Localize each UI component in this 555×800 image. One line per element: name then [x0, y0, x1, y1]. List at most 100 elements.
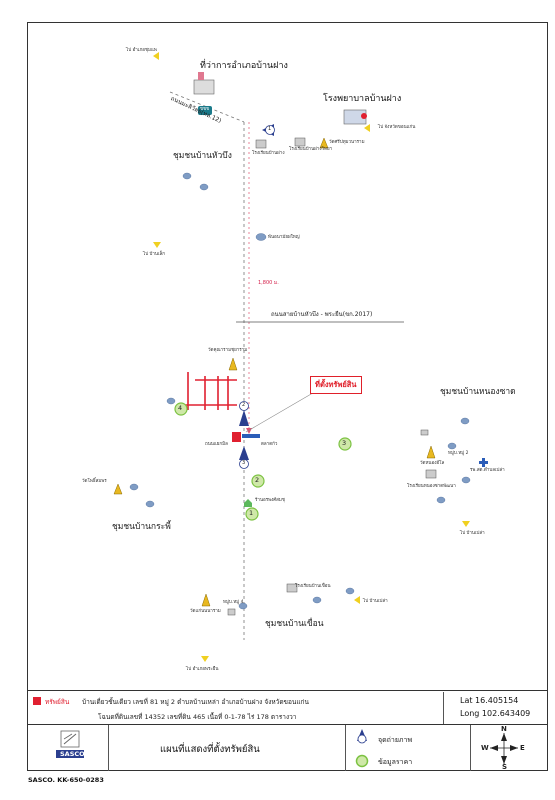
road-sign-label: ขขข	[200, 107, 210, 112]
moo4-label: หมู่บ.หมู่ 4	[223, 600, 244, 605]
property-callout: ที่ตั้งทรัพย์สิน	[310, 376, 362, 394]
school-icon	[294, 137, 306, 147]
village-icon	[166, 397, 176, 405]
shop-label: ร้านอรพงศ์สมชุ	[255, 498, 285, 503]
village-icon	[312, 596, 322, 604]
document-code: SASCO. KK-650-0283	[28, 776, 104, 784]
school-nongchat-label: โรงเรียนหนองซาดพัฒนา	[407, 484, 456, 489]
school-banfang-wit-label: โรงเรียนบ้านฝางวิทยา	[289, 147, 333, 152]
compass-rose	[490, 733, 518, 764]
comp-2-number: 2	[255, 476, 260, 484]
legend-graphics	[355, 729, 369, 768]
direction-arrow-icon	[201, 656, 209, 662]
latlong-box: Lat 16.405154 Long 102.643409	[443, 692, 548, 724]
hospital-rpsk-label: รพ.สต.ตำบลเปล่า	[470, 468, 505, 473]
hospital-icon	[343, 109, 367, 125]
road-top-left	[169, 91, 245, 123]
camera-marker-1	[262, 124, 275, 136]
village-icon	[238, 602, 248, 610]
temple-icon	[426, 445, 436, 459]
temple-icon	[113, 483, 123, 495]
compass-box: N S E W	[470, 725, 549, 771]
comp-3-number: 3	[342, 439, 347, 447]
village-icon	[129, 483, 139, 491]
legend-property-swatch	[33, 697, 41, 705]
school-icon	[425, 469, 437, 479]
camera-marker-2	[239, 401, 249, 426]
to-phrayuen-label: ไป อำเภอพระยืน	[186, 667, 219, 672]
legend-box: จุดถ่ายภาพ ข้อมูลราคา	[345, 725, 470, 771]
temple-icon	[201, 593, 211, 607]
property-marker	[232, 432, 241, 442]
company-name: SASCO	[60, 750, 85, 758]
map-graphics	[113, 52, 488, 662]
school-icon	[286, 583, 298, 593]
compass-east: E	[520, 744, 525, 752]
legend-comp-icon	[355, 754, 369, 768]
village-icon	[436, 496, 446, 504]
property-roads	[183, 372, 237, 410]
comp-circle-2	[251, 474, 265, 488]
landmark-right-label: ตลาดกัว	[261, 442, 278, 447]
compass-west: W	[481, 744, 489, 752]
direction-arrow-icon	[364, 124, 370, 132]
compass-north: N	[501, 725, 507, 733]
legend-camera-label: จุดถ่ายภาพ	[378, 736, 413, 744]
community-nongchat: ชุมชนบ้านหนองซาด	[440, 387, 516, 397]
health-center-icon	[479, 458, 488, 467]
village-icon	[461, 476, 471, 484]
to-chumphae-label: ไป อำเภอชุมแพ	[126, 48, 157, 53]
camera-3-number: 3	[242, 460, 246, 466]
camera-1-number: 1	[268, 126, 272, 132]
comp-circle-3	[338, 437, 352, 451]
house-icon	[227, 608, 236, 616]
title-bar	[27, 724, 548, 772]
map-area: ไป อำเภอชุมแพ ที่ว่าการอำเภอบ้านฝาง ถนนม…	[82, 48, 516, 672]
community-huawang: ชุมชนบ้านหัวบึง	[173, 151, 232, 161]
community-karapho: ชุมชนบ้านกระพี้	[112, 522, 171, 532]
community-khuean: ชุมชนบ้านเขื่อน	[265, 619, 324, 629]
distance-label: 1,800 ม.	[258, 280, 279, 286]
to-banpao-bottom-label: ไป บ้านเปล่า	[363, 599, 388, 604]
temple-icon	[228, 357, 238, 371]
direction-arrow-icon	[153, 52, 159, 60]
health-label: พ้นอนามัยผใหญ่	[268, 235, 300, 240]
village-icon	[145, 500, 155, 508]
wat-nong-label: วัดหนองอีโล	[420, 461, 445, 466]
village-icon	[255, 233, 267, 241]
map-frame	[27, 22, 548, 771]
callout-leader	[245, 389, 319, 433]
property-address: บ้านเดี่ยวชั้นเดียว เลขที่ 81 หมู่ 2 ตำบ…	[82, 698, 309, 706]
shop-icon	[244, 499, 252, 507]
comp-circle-4	[174, 402, 188, 416]
temple-icon	[319, 137, 329, 149]
house-icon	[420, 429, 429, 436]
village-icon	[447, 442, 457, 450]
huawang-road-label: ถนนสายบ้านหัวบึง - พระยืน(ขก.2017)	[271, 311, 373, 318]
wat-pathum-label: วัดศรีปทุมวนาราม	[329, 140, 365, 145]
village-icon	[199, 183, 209, 191]
wat-khuean-label: วัดแก่นนนาราม	[190, 609, 221, 614]
road-sign-icon	[198, 106, 212, 115]
direction-arrow-icon	[462, 521, 470, 527]
village-icon	[345, 587, 355, 595]
latitude: Lat 16.405154	[460, 696, 519, 705]
district-office-label: ที่ว่าการอำเภอบ้านฝาง	[200, 61, 288, 71]
camera-marker-3	[239, 446, 249, 469]
map-footer	[27, 690, 548, 772]
compass-south: S	[502, 763, 508, 771]
legend-property-label: ทรัพย์สิน	[45, 698, 70, 706]
property-road-blue	[242, 434, 260, 438]
landmark-left-label: ถนนแยกมิล	[205, 442, 228, 447]
property-deed: โฉนดที่ดินเลขที่ 14352 เลขที่ดิน 465 เนื…	[98, 713, 297, 721]
map-title: แผนที่แสดงที่ตั้งทรัพย์สิน	[160, 744, 260, 755]
company-logo-box: SASCO	[28, 725, 109, 771]
district-office-icon	[193, 72, 215, 95]
to-banpao-right-label: ไป บ้านเปล่า	[460, 531, 485, 536]
legend-comp-label: ข้อมูลราคา	[378, 758, 413, 766]
school-khuean-label: โรงเรียนบ้านเขื่อน	[295, 584, 331, 589]
comp-circle-1	[245, 507, 259, 521]
to-banlek-label: ไป บ้านเล็ก	[143, 252, 166, 257]
comp-4-number: 4	[178, 404, 183, 412]
moo2-label: หมู่บ.หมู่ 2	[448, 451, 469, 456]
